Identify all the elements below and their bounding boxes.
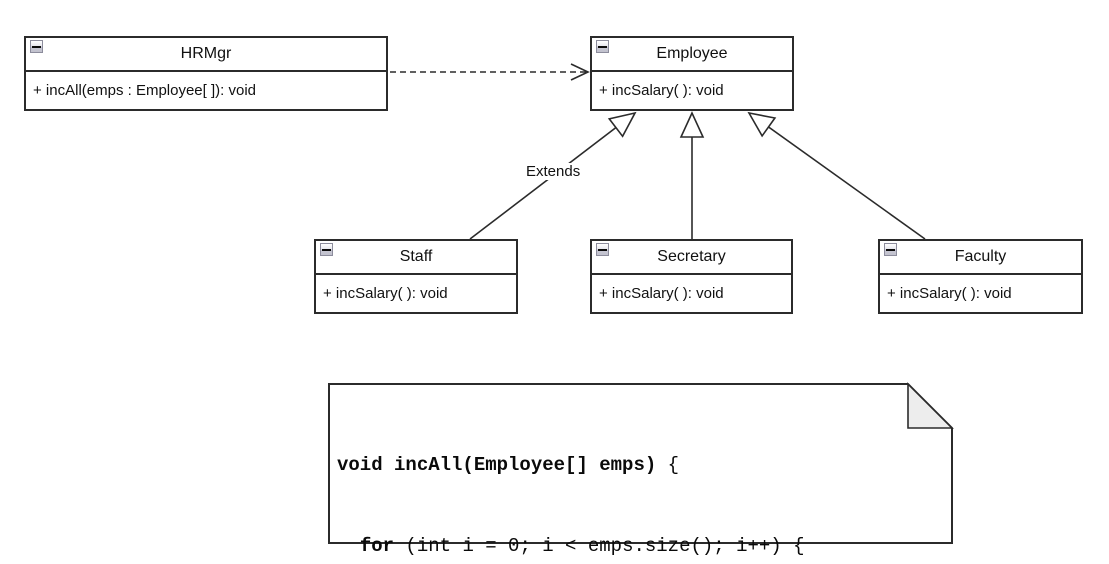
class-member: + incSalary( ): void (887, 285, 1012, 302)
minus-glyph (886, 248, 895, 251)
code-line: for (int i = 0; i < emps.size(); i++) { (359, 535, 805, 557)
class-box-secretary[interactable]: Secretary + incSalary( ): void (590, 239, 793, 314)
class-member: + incAll(emps : Employee[ ]): void (33, 82, 257, 99)
minus-glyph (322, 248, 331, 251)
class-header-hrmgr: HRMgr (26, 38, 386, 72)
class-header-secretary: Secretary (592, 241, 791, 275)
collapse-icon[interactable] (596, 243, 609, 256)
class-header-staff: Staff (316, 241, 516, 275)
class-name: Employee (656, 45, 728, 62)
class-name: HRMgr (180, 45, 232, 62)
collapse-icon[interactable] (320, 243, 333, 256)
class-name: Faculty (954, 248, 1007, 265)
class-box-hrmgr[interactable]: HRMgr + incAll(emps : Employee[ ]): void (24, 36, 388, 111)
note-code-text: void incAll(Employee[] emps) { for (int … (337, 398, 805, 564)
class-name: Staff (399, 248, 433, 265)
class-box-staff[interactable]: Staff + incSalary( ): void (314, 239, 518, 314)
note-fold-corner (907, 382, 954, 429)
class-member: + incSalary( ): void (599, 285, 724, 302)
generalization-faculty-employee[interactable] (747, 111, 926, 240)
minus-glyph (598, 45, 607, 48)
collapse-icon[interactable] (884, 243, 897, 256)
class-header-faculty: Faculty (880, 241, 1081, 275)
class-name: Secretary (657, 248, 726, 265)
collapse-icon[interactable] (30, 40, 43, 53)
collapse-icon[interactable] (596, 40, 609, 53)
minus-glyph (598, 248, 607, 251)
class-header-employee: Employee (592, 38, 792, 72)
minus-glyph (32, 45, 41, 48)
class-box-employee[interactable]: Employee + incSalary( ): void (590, 36, 794, 111)
class-box-faculty[interactable]: Faculty + incSalary( ): void (878, 239, 1083, 314)
note-shape[interactable] (328, 383, 953, 544)
code-line: void incAll(Employee[] emps) { (337, 454, 680, 476)
class-member: + incSalary( ): void (599, 82, 724, 99)
extends-label: Extends (522, 163, 585, 180)
class-member: + incSalary( ): void (323, 285, 448, 302)
